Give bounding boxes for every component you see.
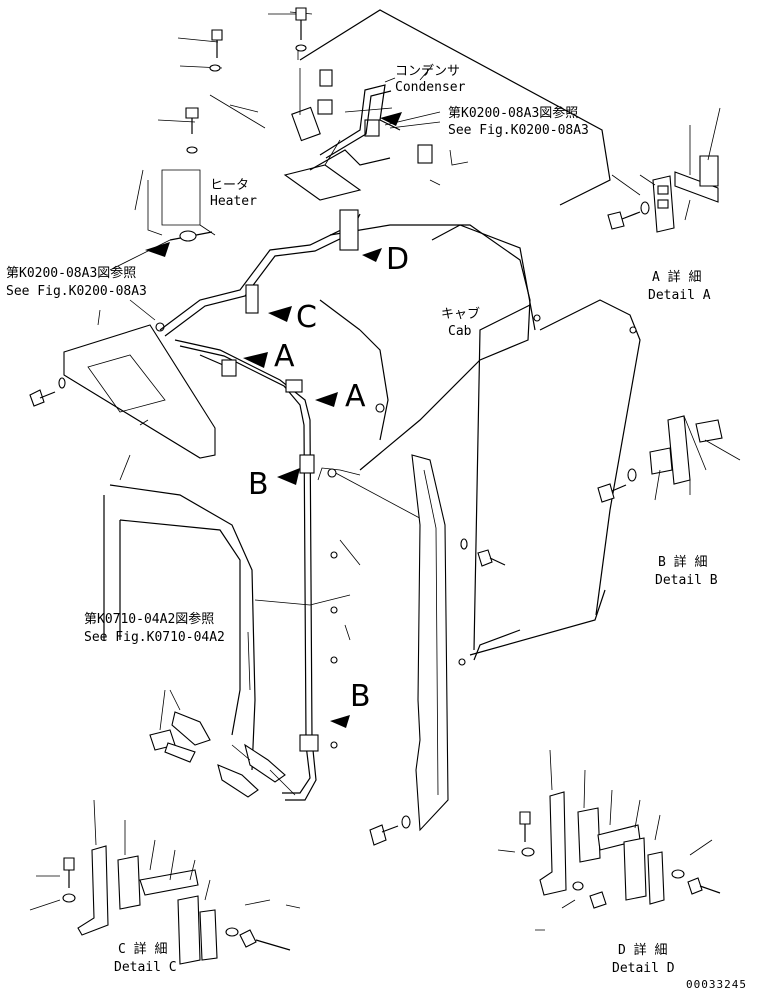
cab-label-en: Cab [448,324,472,339]
detail-b-label-jp: B 詳 細 [658,555,708,570]
cab-label-jp: キャブ [441,307,481,322]
view-letter-a-upper: A [274,339,295,374]
ref-mid-label-jp: 第K0710-04A2図参照 [84,612,215,627]
condenser-label-en: Condenser [395,80,466,95]
ref-left-label-en: See Fig.K0200-08A3 [6,284,147,299]
view-letter-d: D [386,242,410,277]
detail-d-drawing [497,749,721,909]
leader-lines [97,11,441,761]
ref-top-label-en: See Fig.K0200-08A3 [448,123,589,138]
detail-c-label-jp: C 詳 細 [118,942,168,957]
heater-unit [147,169,216,242]
hose-fittings [149,711,296,798]
heater-label-en: Heater [210,194,257,209]
heater-label-jp: ヒータ [210,178,250,193]
main-fasteners [29,7,506,846]
drawing-number: 00033245 [686,978,747,991]
ref-mid-label-en: See Fig.K0710-04A2 [84,630,225,645]
view-letter-b-upper: B [248,467,269,502]
detail-a-drawing [607,107,721,233]
detail-c-drawing [29,799,545,965]
ac-piping [159,84,401,801]
view-letter-c: C [296,300,317,335]
detail-b-drawing [597,415,741,503]
ref-left-label-jp: 第K0200-08A3図参照 [6,266,137,281]
view-letter-a-lower: A [345,379,366,414]
view-letter-b-lower: B [350,679,371,714]
callout-arrows [145,112,402,728]
detail-b-label-en: Detail B [655,573,718,588]
detail-c-label-en: Detail C [114,960,177,975]
pillar-trim [411,454,449,832]
condenser-label-jp: コンデンサ [395,64,461,79]
ref-top-label-jp: 第K0200-08A3図参照 [448,106,579,121]
detail-a-label-en: Detail A [648,288,711,303]
detail-d-label-en: Detail D [612,961,675,976]
condenser-bracket [283,69,469,201]
detail-a-label-jp: A 詳 細 [652,270,702,285]
detail-d-label-jp: D 詳 細 [618,943,668,958]
